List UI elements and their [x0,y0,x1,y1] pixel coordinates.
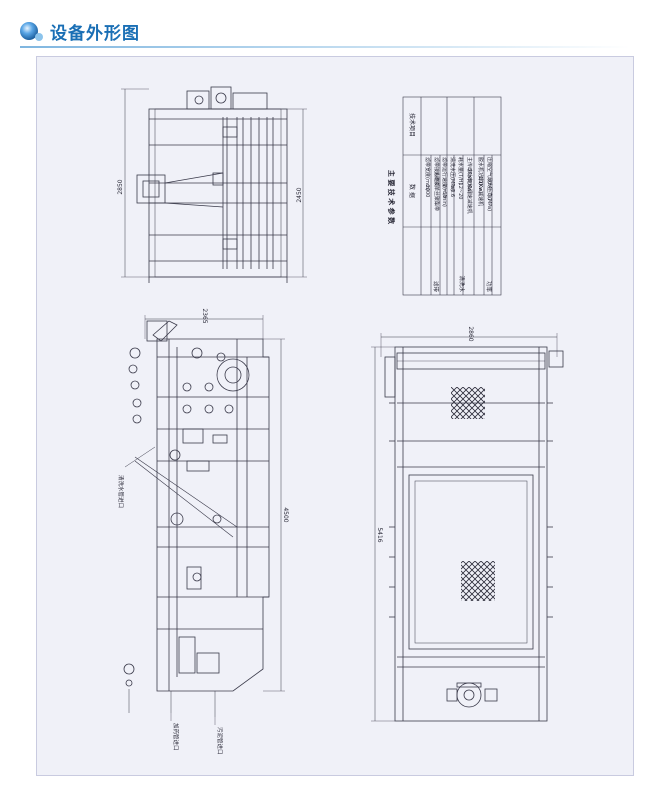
drawing-sheet: 2850 2450 2365 4500 清洗水管进口 加药管进口 污泥管进口 2… [36,56,634,776]
spec-header-item: 技术项目 [408,113,416,137]
header-divider [20,46,630,48]
spec-table-title: 主 要 技 术 参 数 [387,170,396,225]
front-view-width-dim: 2365 [201,308,208,323]
spec-table-frame [402,96,502,296]
spec-value-0: 2000 [424,185,430,198]
spec-value-2: 2~10 [441,184,447,198]
filter-mesh-lower [461,561,495,601]
plan-view-width-dim: 2860 [467,326,474,341]
equipment-drawing: 2850 2450 2365 4500 清洗水管进口 加药管进口 污泥管进口 2… [117,86,564,755]
spec-item-3: 清洗水压(MPa) [449,157,456,191]
front-view [123,315,285,725]
spec-group-water: 清洗水 [458,275,466,292]
spec-item-2: 滤带运行速度(m/min) [441,157,448,207]
spec-item-7: 压缩空气最大压力(MPa) [486,157,493,211]
spec-group-power: 功率 [485,281,493,293]
spec-value-1: 无缝头单丝聚酯带 [433,171,440,211]
side-view-inner-dim: 2450 [296,187,303,202]
side-view [121,86,307,283]
spec-header-value: 数 据 [408,184,416,198]
sludge-inlet-label: 污泥管进口 [216,727,224,755]
spec-item-0: 滤带宽度(mm) [424,157,431,191]
plan-view [371,333,564,722]
spec-item-6: 脱水机功率(Kw) [477,157,484,193]
spec-item-5: 主传动功率(Kw) [466,157,473,193]
plan-view-length-dim: 5416 [376,527,383,542]
section-title: 设备外形图 [50,23,140,44]
spec-group-belt: 滤带 [432,281,440,293]
blue-sphere-icon [18,18,44,44]
feed-inlet-label: 加药管进口 [172,723,180,751]
side-view-height-dim: 2850 [117,179,124,194]
spec-value-3: ≥0.6 [449,185,455,197]
spec-value-6: 1.1Kw减速机 [477,176,484,206]
spec-value-5: 3Kw无级调速减速机 [466,168,473,214]
spec-value-4: 12~20 [457,183,463,200]
filter-mesh-upper [451,387,485,419]
spec-value-7: 0.4~0.7 [486,181,492,201]
spec-item-1: 滤带接头材质 [433,157,440,187]
spec-item-4: 耗水量(T/H) [457,157,464,184]
wash-water-inlet-label: 清洗水管进口 [117,475,125,508]
section-header: 设备外形图 [18,16,140,46]
front-view-height-dim: 4500 [282,507,289,522]
